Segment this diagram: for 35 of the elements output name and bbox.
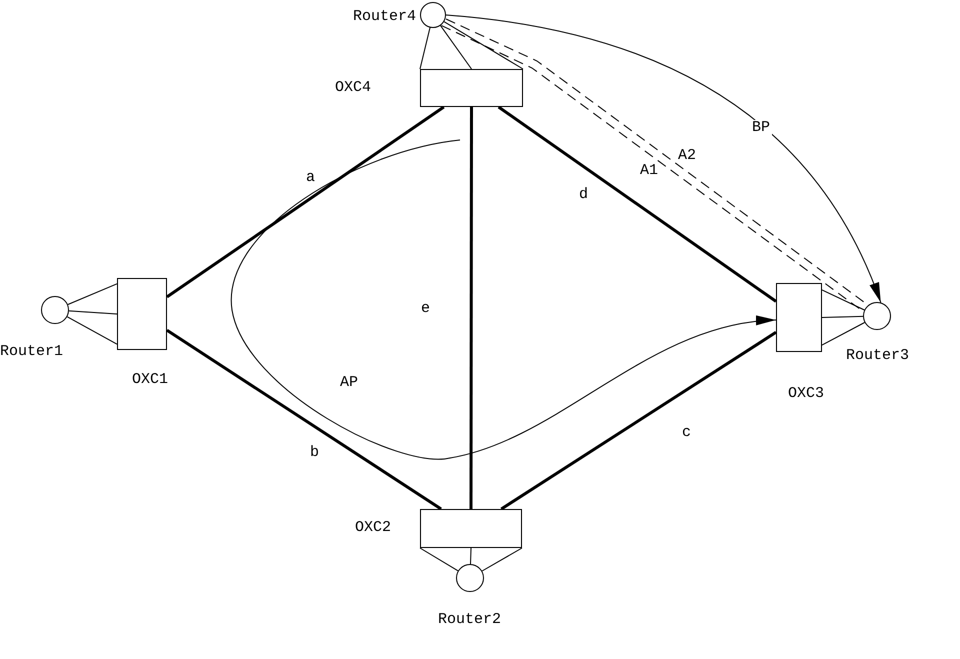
node-label: Router1 (0, 344, 64, 359)
link-line (66, 316, 118, 345)
link-line (482, 548, 522, 572)
link-line (440, 25, 472, 70)
switch-box (420, 69, 523, 107)
link-line (444, 21, 524, 70)
link-line (822, 289, 865, 310)
link-line (470, 548, 472, 564)
node-label: OXC2 (355, 520, 392, 535)
router-circle (456, 564, 484, 592)
link-line (166, 106, 445, 298)
node-label: OXC4 (335, 80, 372, 95)
node-label: OXC3 (788, 386, 824, 401)
switch-box (420, 509, 522, 548)
edge-label: BP (750, 120, 772, 135)
link-line (68, 310, 118, 314)
link-line (420, 27, 430, 70)
router-circle (863, 302, 891, 330)
link-line (420, 548, 458, 572)
node-label: Router4 (353, 9, 416, 24)
switch-box (117, 278, 167, 350)
node-label: OXC1 (132, 372, 168, 387)
node-label: Router2 (438, 612, 502, 627)
link-line (498, 106, 777, 303)
link-line (67, 283, 118, 305)
link-line (822, 322, 866, 346)
router-circle (420, 2, 446, 28)
node-label: Router3 (846, 348, 910, 363)
link-line (500, 331, 777, 510)
link-line (470, 107, 473, 509)
curved-arrow (232, 140, 776, 460)
link-line (822, 316, 864, 318)
link-line (166, 329, 442, 510)
switch-box (776, 283, 822, 352)
router-circle (41, 296, 69, 324)
